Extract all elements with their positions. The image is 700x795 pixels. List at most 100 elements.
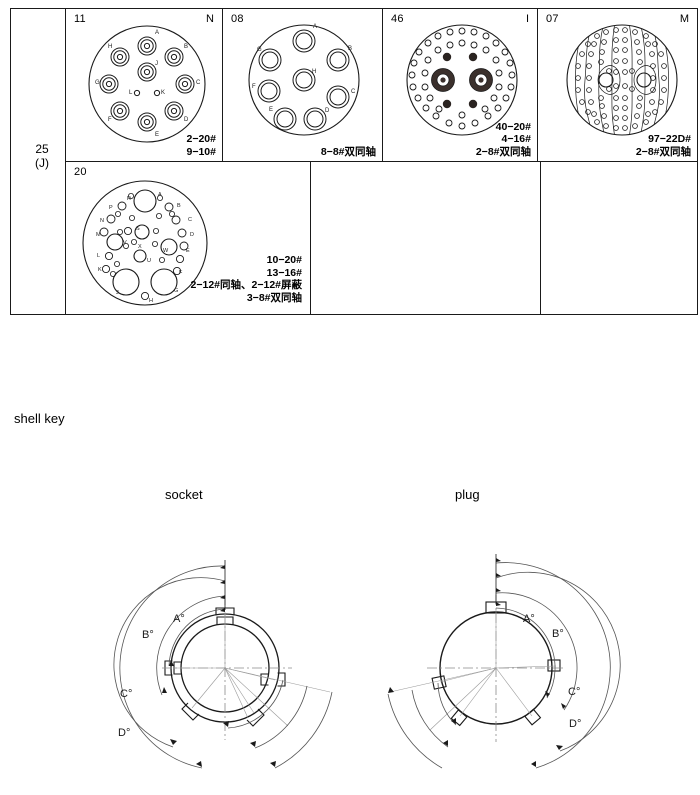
cell-07-spec-line-2: 2−8#双同轴 bbox=[635, 145, 691, 158]
cell-20-spec: 10−20# 13−16# 2−12#同轴、2−12#屏蔽 3−8#双同轴 bbox=[191, 254, 302, 304]
svg-text:F: F bbox=[108, 117, 112, 123]
svg-text:N: N bbox=[100, 218, 104, 224]
svg-text:E: E bbox=[155, 132, 159, 138]
table-border-left bbox=[10, 8, 11, 315]
cell-20-spec-line-1: 10−20# bbox=[266, 254, 302, 266]
cell-08-id: 08 bbox=[231, 13, 244, 25]
table-border-right bbox=[697, 8, 698, 315]
svg-text:H: H bbox=[312, 69, 316, 75]
svg-text:U: U bbox=[147, 258, 151, 264]
cell-46-spec-line-3: 2−8#双同轴 bbox=[475, 145, 531, 158]
svg-text:V: V bbox=[123, 240, 127, 246]
svg-text:F: F bbox=[252, 84, 256, 90]
svg-text:D: D bbox=[325, 108, 330, 114]
cell-46-spec-line-1: 40−20# bbox=[495, 120, 531, 133]
svg-text:C: C bbox=[196, 80, 201, 86]
cell-07-spec-line-1: 97−22D# bbox=[648, 133, 691, 145]
cell-11-spec-line-1: 2−20# bbox=[186, 133, 217, 145]
svg-text:W: W bbox=[163, 248, 169, 254]
socket-angle-label-c: C° bbox=[120, 688, 132, 700]
cell-20-id: 20 bbox=[74, 166, 87, 178]
socket-angle-label-a: A° bbox=[173, 613, 185, 625]
cell-07-insert-diagram bbox=[566, 24, 678, 136]
cell-11-spec-line-2: 9−10# bbox=[186, 145, 217, 158]
table-divider-col-3-bot bbox=[540, 161, 541, 315]
plug-caption: plug bbox=[455, 487, 480, 502]
svg-text:P: P bbox=[109, 205, 113, 211]
svg-text:B: B bbox=[184, 44, 188, 50]
svg-text:J: J bbox=[116, 290, 119, 296]
svg-text:E: E bbox=[269, 107, 273, 113]
cell-46-spec: 40−20# 4−16# 2−8#双同轴 bbox=[476, 121, 531, 159]
svg-text:B: B bbox=[177, 203, 181, 209]
socket-caption: socket bbox=[165, 487, 203, 502]
contact-arrangement-table: 25 (J) 11 N bbox=[10, 8, 698, 315]
svg-text:D: D bbox=[190, 232, 194, 238]
svg-text:K: K bbox=[161, 90, 165, 96]
cell-20-insert-diagram: A B C D E F G H J K L M N P R S U V W X bbox=[82, 180, 208, 306]
svg-text:C: C bbox=[351, 89, 356, 95]
svg-text:H: H bbox=[108, 44, 112, 50]
table-border-bottom bbox=[10, 314, 698, 315]
svg-text:F: F bbox=[179, 270, 183, 276]
cell-07-spec: 97−22D# 2−8#双同轴 bbox=[636, 133, 691, 158]
svg-text:E: E bbox=[186, 248, 190, 254]
svg-text:G: G bbox=[95, 80, 100, 86]
cell-46-spec-line-2: 4−16# bbox=[501, 133, 532, 145]
arrangement-cell-20: 20 bbox=[66, 162, 310, 314]
plug-shell-key-figure: A° B° C° D° bbox=[387, 554, 621, 769]
svg-text:A: A bbox=[313, 24, 317, 30]
shell-size-value: 25 bbox=[35, 142, 49, 156]
table-divider-col-1 bbox=[65, 8, 66, 315]
svg-text:B: B bbox=[348, 46, 352, 52]
cell-20-spec-line-4: 3−8#双同轴 bbox=[246, 291, 302, 304]
svg-text:G: G bbox=[257, 47, 262, 53]
table-border-top bbox=[10, 8, 698, 9]
socket-angle-label-d: D° bbox=[118, 727, 130, 739]
table-divider-col-2-bot bbox=[310, 161, 311, 315]
cell-07-code: M bbox=[679, 13, 689, 25]
cell-20-spec-line-2: 13−16# bbox=[266, 266, 302, 279]
svg-text:X: X bbox=[138, 244, 142, 250]
svg-text:M: M bbox=[96, 232, 101, 238]
svg-text:G: G bbox=[174, 288, 178, 294]
arrangement-cell-46: 46 I bbox=[383, 9, 537, 161]
cell-11-code: N bbox=[206, 13, 214, 25]
shell-size-suffix: (J) bbox=[35, 156, 49, 170]
svg-text:L: L bbox=[129, 90, 133, 96]
svg-text:D: D bbox=[184, 117, 189, 123]
svg-text:K: K bbox=[98, 267, 102, 273]
shell-key-title: shell key bbox=[14, 411, 65, 426]
table-border-mid bbox=[65, 161, 698, 162]
cell-07-id: 07 bbox=[546, 13, 559, 25]
svg-text:A: A bbox=[158, 192, 162, 198]
socket-angle-label-b: B° bbox=[142, 629, 154, 641]
arrangement-cell-11: 11 N bbox=[66, 9, 222, 161]
cell-20-spec-line-3: 2−12#同轴、2−12#屏蔽 bbox=[190, 279, 302, 291]
cell-11-spec: 2−20# 9−10# bbox=[187, 133, 217, 158]
svg-text:L: L bbox=[97, 253, 100, 259]
cell-08-spec: 8−8#双同轴 bbox=[321, 146, 376, 159]
plug-angle-label-d: D° bbox=[569, 718, 581, 730]
svg-text:H: H bbox=[149, 298, 153, 304]
plug-angle-label-a: A° bbox=[523, 613, 535, 625]
shell-size-label: 25 (J) bbox=[22, 142, 62, 170]
socket-shell-key-figure: A° B° C° D° bbox=[113, 560, 333, 769]
plug-angle-label-c: C° bbox=[568, 686, 580, 698]
table-divider-col-2-top bbox=[222, 8, 223, 162]
arrangement-cell-07: 07 M bbox=[538, 9, 697, 161]
svg-text:R: R bbox=[127, 196, 131, 202]
cell-08-insert-diagram: A B C D E F G H bbox=[248, 24, 360, 136]
svg-text:C: C bbox=[188, 217, 192, 223]
cell-46-code: I bbox=[525, 13, 529, 25]
table-divider-col-4-top bbox=[537, 8, 538, 162]
arrangement-cell-08: 08 A B C D E F G H bbox=[223, 9, 382, 161]
cell-46-id: 46 bbox=[391, 13, 404, 25]
svg-text:S: S bbox=[136, 226, 140, 232]
cell-46-insert-diagram bbox=[406, 24, 518, 136]
cell-08-spec-line-1: 8−8#双同轴 bbox=[320, 145, 376, 158]
svg-text:J: J bbox=[155, 61, 158, 67]
cell-11-id: 11 bbox=[74, 13, 86, 25]
